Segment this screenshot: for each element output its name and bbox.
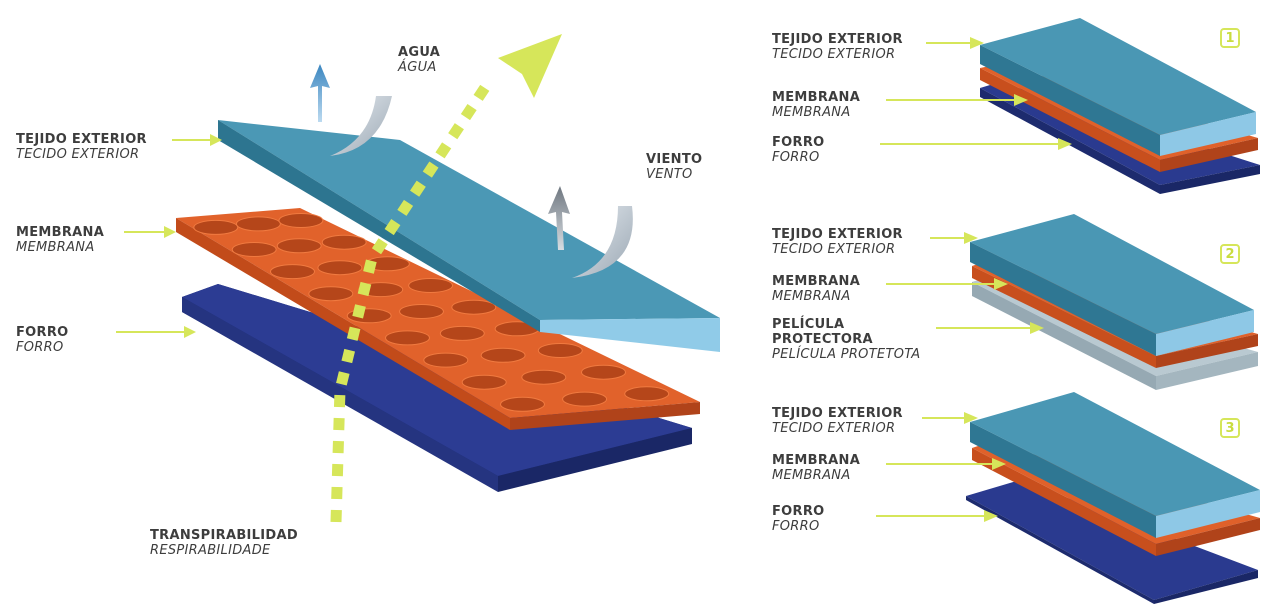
- variant-1-layer-outer-pt: TECIDO EXTERIOR: [772, 46, 896, 62]
- membrane-hole: [317, 260, 363, 276]
- label-membrana-pt: MEMBRANA: [16, 239, 95, 255]
- variant-1-layer-membrane-es: MEMBRANA: [772, 90, 861, 105]
- label-forro-pt: FORRO: [16, 339, 64, 355]
- variant-1-layer-membrane-pt: MEMBRANA: [772, 104, 851, 120]
- variant-2-layer-outer-pt: TECIDO EXTERIOR: [772, 241, 896, 257]
- variant-3-layer-membrane-es: MEMBRANA: [772, 453, 861, 468]
- membrane-hole: [308, 286, 354, 302]
- main-pointers: [116, 134, 222, 338]
- breathability-arrow: [330, 34, 562, 523]
- variant-3-layer-outer-pt: TECIDO EXTERIOR: [772, 420, 896, 436]
- water-arrow: [310, 64, 392, 156]
- label-membrana-es: MEMBRANA: [16, 225, 105, 240]
- variant-1-layer-lining-pt: FORRO: [772, 149, 820, 165]
- variant-3-number: 3: [1220, 418, 1240, 438]
- variant-1-number: 1: [1220, 28, 1240, 48]
- label-tejido-exterior: TEJIDO EXTERIOR TECIDO EXTERIOR: [16, 132, 147, 163]
- wind-arrow: [548, 186, 633, 278]
- membrane-hole: [439, 325, 485, 341]
- variant-2-layer-outer: TEJIDO EXTERIOR TECIDO EXTERIOR: [772, 227, 903, 258]
- variant-1-layer-outer: TEJIDO EXTERIOR TECIDO EXTERIOR: [772, 32, 903, 63]
- variant-1-layer-lining-es: FORRO: [772, 135, 825, 150]
- variant-pointers: [876, 37, 1072, 522]
- label-forro-es: FORRO: [16, 325, 69, 340]
- membrane-hole: [537, 343, 583, 358]
- membrane-hole: [278, 213, 324, 228]
- variant-1-layer-lining: FORRO FORRO: [772, 135, 825, 166]
- variant-3-layer-outer-es: TEJIDO EXTERIOR: [772, 406, 903, 421]
- label-tejido-exterior-es: TEJIDO EXTERIOR: [16, 132, 147, 147]
- membrane-hole: [624, 386, 670, 402]
- variant-2-layer-film-pt: PELÍCULA PROTETOTA: [772, 346, 921, 362]
- variant-2-layer-film: PELÍCULA PROTECTORA PELÍCULA PROTETOTA: [772, 317, 921, 363]
- membrane-hole: [321, 234, 367, 250]
- membrane-hole: [500, 396, 545, 412]
- membrane-hole: [276, 238, 322, 254]
- variant-3-layer-outer: TEJIDO EXTERIOR TECIDO EXTERIOR: [772, 406, 903, 437]
- main-membrane-layer: [176, 208, 700, 430]
- label-transpirabilidad: TRANSPIRABILIDAD RESPIRABILIDADE: [150, 528, 298, 559]
- variant-2-layer-film-es-2: PROTECTORA: [772, 331, 873, 347]
- membrane-hole: [521, 369, 567, 385]
- membrane-hole: [231, 242, 277, 257]
- variant-3-layer-membrane-pt: MEMBRANA: [772, 467, 851, 483]
- variant-2-layer-outer-es: TEJIDO EXTERIOR: [772, 227, 903, 242]
- membrane-hole: [193, 219, 239, 235]
- label-viento-es: VIENTO: [646, 152, 703, 167]
- label-viento-pt: VENTO: [646, 166, 693, 182]
- variant-1-stack: [980, 18, 1260, 194]
- membrane-hole: [461, 374, 507, 390]
- variant-3-layer-lining: FORRO FORRO: [772, 504, 825, 535]
- variant-2-layer-membrane-pt: MEMBRANA: [772, 288, 851, 304]
- variant-2-layer-membrane: MEMBRANA MEMBRANA: [772, 274, 861, 305]
- variant-2-stack: [970, 214, 1258, 390]
- variant-1-layer-outer-es: TEJIDO EXTERIOR: [772, 32, 903, 47]
- label-agua-es: AGUA: [398, 45, 441, 60]
- label-membrana: MEMBRANA MEMBRANA: [16, 225, 105, 256]
- label-viento: VIENTO VENTO: [646, 152, 703, 183]
- membrane-hole: [399, 304, 444, 319]
- variant-3-layer-membrane: MEMBRANA MEMBRANA: [772, 453, 861, 484]
- membrane-hole: [270, 264, 315, 280]
- label-tejido-exterior-pt: TECIDO EXTERIOR: [16, 146, 140, 162]
- membrane-hole: [581, 364, 626, 380]
- label-agua: AGUA ÁGUA: [398, 45, 441, 76]
- membrane-hole: [562, 391, 608, 407]
- variant-3-stack: [966, 392, 1260, 604]
- label-agua-pt: ÁGUA: [398, 59, 437, 75]
- variant-2-layer-membrane-es: MEMBRANA: [772, 274, 861, 289]
- variant-2-number: 2: [1220, 244, 1240, 264]
- membrane-hole: [385, 330, 430, 346]
- variant-1-layer-membrane: MEMBRANA MEMBRANA: [772, 90, 861, 121]
- variant-3-layer-lining-es: FORRO: [772, 504, 825, 519]
- membrane-hole: [235, 216, 281, 232]
- label-transpirabilidad-pt: RESPIRABILIDADE: [150, 542, 271, 558]
- variant-2-layer-film-es-1: PELÍCULA: [772, 317, 845, 332]
- variant-3-layer-lining-pt: FORRO: [772, 518, 820, 534]
- membrane-hole: [408, 278, 454, 293]
- label-forro: FORRO FORRO: [16, 325, 69, 356]
- label-transpirabilidad-es: TRANSPIRABILIDAD: [150, 528, 298, 543]
- membrane-hole: [423, 352, 469, 368]
- membrane-holes: [193, 213, 670, 412]
- membrane-hole: [451, 299, 497, 315]
- membrane-hole: [480, 347, 526, 363]
